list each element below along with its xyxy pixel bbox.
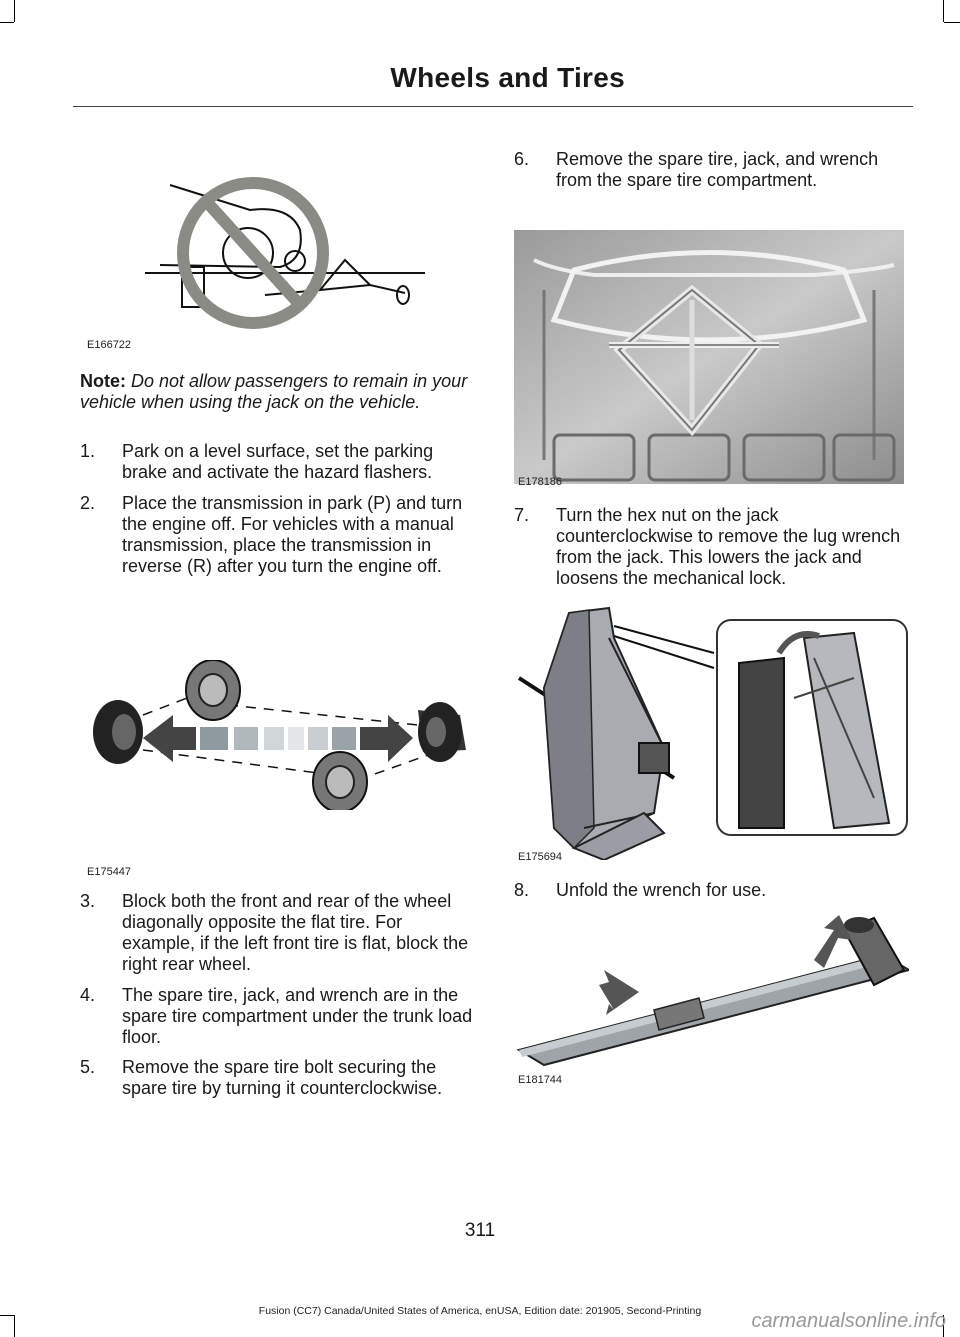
header-rule bbox=[73, 106, 913, 107]
step-8: 8. Unfold the wrench for use. bbox=[514, 880, 909, 904]
watermark: carmanualsonline.info bbox=[751, 1310, 946, 1332]
step-text: Place the transmission in park (P) and t… bbox=[122, 493, 463, 576]
step-number: 8. bbox=[514, 880, 530, 900]
footer: Fusion (CC7) Canada/United States of Ame… bbox=[258, 1305, 702, 1317]
wheel-chock-diagram bbox=[93, 660, 466, 810]
step-number: 4. bbox=[80, 985, 96, 1005]
crop-mark bbox=[14, 0, 15, 22]
step-text: The spare tire, jack, and wrench are in … bbox=[122, 985, 473, 1047]
step-text: Remove the spare tire, jack, and wrench … bbox=[556, 149, 879, 190]
crop-mark bbox=[943, 0, 944, 22]
step-text: Remove the spare tire bolt securing the … bbox=[122, 1057, 443, 1098]
jack-hex-nut-illustration bbox=[517, 606, 908, 860]
step-1: 1. Park on a level surface, set the park… bbox=[80, 441, 475, 485]
step-5: 5. Remove the spare tire bolt securing t… bbox=[80, 1057, 475, 1123]
page-number: 311 bbox=[464, 1220, 496, 1241]
figure-id: E166722 bbox=[87, 339, 132, 351]
step-number: 2. bbox=[80, 493, 96, 513]
step-text: Turn the hex nut on the jack countercloc… bbox=[556, 505, 901, 588]
figure-id: E181744 bbox=[518, 1074, 563, 1086]
crop-mark bbox=[0, 1315, 14, 1316]
figure-id: E175694 bbox=[518, 851, 563, 863]
step-text: Park on a level surface, set the parking… bbox=[122, 441, 434, 482]
spare-tire-compartment-photo bbox=[514, 230, 904, 484]
crop-mark bbox=[944, 22, 960, 23]
step-number: 5. bbox=[80, 1057, 96, 1077]
crop-mark bbox=[14, 1315, 15, 1337]
lug-wrench-illustration bbox=[516, 915, 909, 1067]
step-3: 3. Block both the front and rear of the … bbox=[80, 891, 475, 979]
step-2: 2. Place the transmission in park (P) an… bbox=[80, 493, 475, 603]
crop-mark bbox=[0, 22, 14, 23]
note-label: Note: bbox=[80, 371, 126, 391]
note-text: Do not allow passengers to remain in you… bbox=[80, 371, 468, 412]
figure-id: E178186 bbox=[518, 476, 563, 488]
step-text: Unfold the wrench for use. bbox=[556, 880, 767, 900]
step-number: 7. bbox=[514, 505, 530, 525]
step-number: 3. bbox=[80, 891, 96, 911]
no-person-under-vehicle-illustration bbox=[145, 177, 425, 329]
step-4: 4. The spare tire, jack, and wrench are … bbox=[80, 985, 475, 1051]
page-title: Wheels and Tires bbox=[390, 62, 625, 93]
step-text: Block both the front and rear of the whe… bbox=[122, 891, 469, 974]
figure-id: E175447 bbox=[87, 866, 132, 878]
step-6: 6. Remove the spare tire, jack, and wren… bbox=[514, 149, 909, 215]
note: Note: Do not allow passengers to remain … bbox=[80, 371, 475, 413]
step-7: 7. Turn the hex nut on the jack counterc… bbox=[514, 505, 909, 593]
step-number: 6. bbox=[514, 149, 530, 169]
step-number: 1. bbox=[80, 441, 96, 461]
crop-mark bbox=[943, 1315, 944, 1337]
